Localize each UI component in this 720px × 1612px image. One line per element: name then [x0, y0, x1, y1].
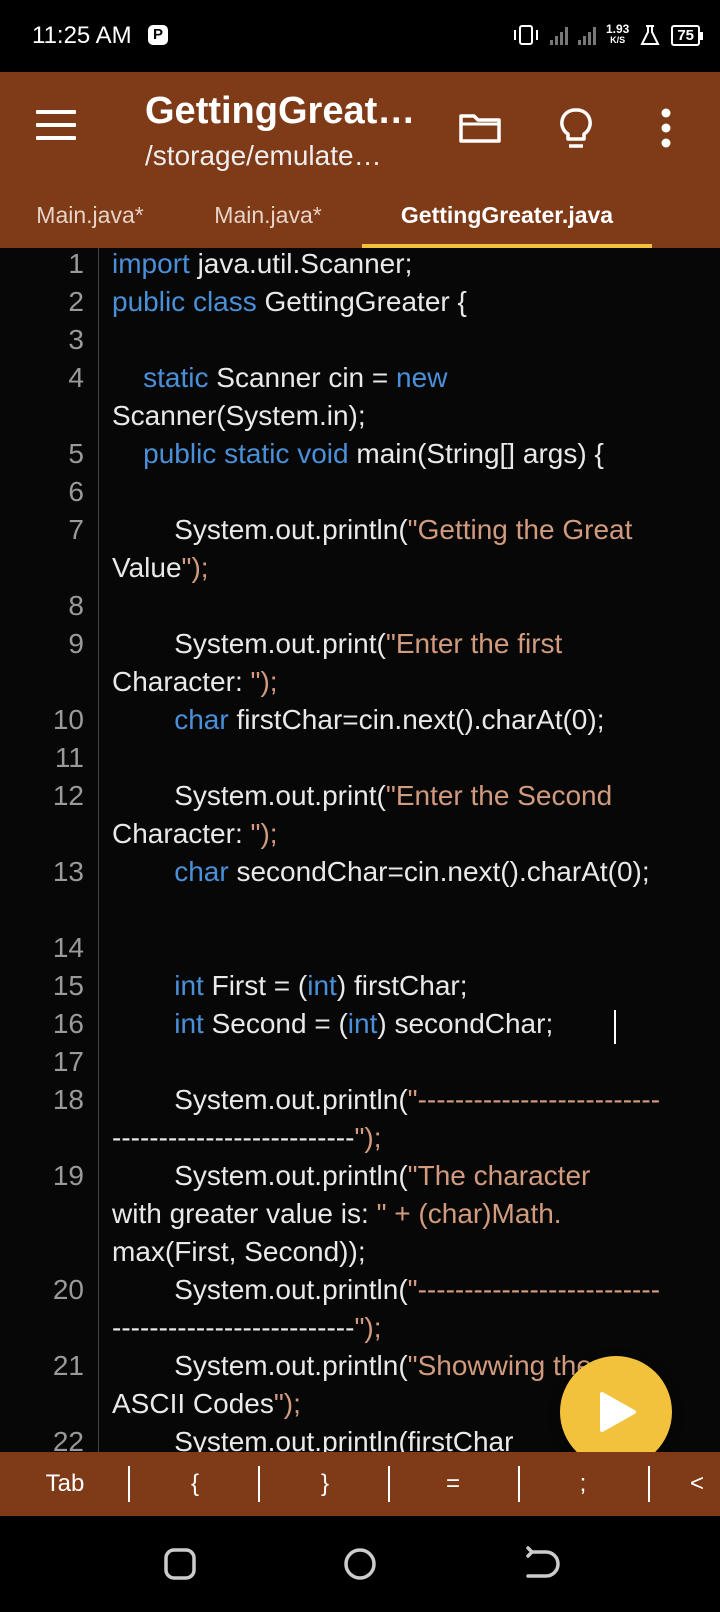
battery-icon: 75	[671, 24, 703, 46]
network-speed-value: 1.93	[605, 22, 630, 36]
code-line[interactable]: Scanner(System.in);	[112, 400, 366, 431]
key-semicolon[interactable]: ;	[579, 1470, 587, 1497]
line-number: 2	[68, 286, 84, 317]
line-number: 14	[52, 932, 84, 963]
code-line[interactable]: int Second = (int) secondChar;	[174, 1008, 554, 1039]
line-number: 11	[54, 742, 84, 773]
code-line[interactable]: System.out.println("--------------------…	[112, 1274, 661, 1305]
code-line[interactable]: System.out.println(firstChar	[112, 1426, 514, 1452]
network-speed: 1.93 K/S	[605, 22, 630, 46]
line-number: 19	[52, 1160, 84, 1191]
key-less-than[interactable]: <	[690, 1470, 705, 1497]
key-separator	[518, 1466, 520, 1502]
line-number: 22	[52, 1426, 84, 1452]
code-line[interactable]: char firstChar=cin.next().charAt(0);	[174, 704, 605, 735]
code-line[interactable]: ASCII Codes");	[112, 1388, 301, 1419]
code-line[interactable]: int First = (int) firstChar;	[174, 970, 468, 1001]
run-button[interactable]	[560, 1356, 672, 1468]
file-tabs: Main.java* Main.java* GettingGreater.jav…	[0, 186, 720, 248]
key-separator	[128, 1466, 130, 1502]
key-close-brace[interactable]: }	[320, 1470, 329, 1497]
line-number: 4	[68, 362, 84, 393]
code-line[interactable]: System.out.print("Enter the first	[112, 628, 563, 659]
key-equals[interactable]: =	[445, 1470, 460, 1497]
code-line[interactable]: System.out.print("Enter the Second	[112, 780, 613, 811]
code-line[interactable]: static Scanner cin = new	[143, 362, 448, 393]
signal-icon-1	[549, 25, 568, 45]
status-bar: 11:25 AM P 1.93 K/S 75	[0, 0, 720, 72]
code-line[interactable]: char secondChar=cin.next().charAt(0);	[174, 856, 650, 887]
back-icon[interactable]	[520, 1546, 560, 1582]
code-line[interactable]: Character: ");	[112, 818, 278, 849]
tab-getting-greater-java[interactable]: GettingGreater.java	[362, 186, 652, 248]
key-separator	[258, 1466, 260, 1502]
app-bar: GettingGreat… /storage/emulate…	[0, 72, 720, 186]
code-line[interactable]: System.out.println("--------------------…	[112, 1084, 661, 1115]
key-separator	[648, 1466, 650, 1502]
line-number: 10	[52, 704, 84, 735]
line-number: 15	[52, 970, 84, 1001]
navigation-bar	[0, 1516, 720, 1612]
code-line[interactable]: --------------------------");	[112, 1312, 382, 1343]
home-icon[interactable]	[342, 1546, 378, 1582]
line-number: 18	[52, 1084, 84, 1115]
line-number: 13	[52, 856, 84, 887]
line-number: 3	[68, 324, 84, 355]
network-speed-unit: K/S	[610, 35, 626, 45]
code-line[interactable]: System.out.println("Getting the Great	[112, 514, 633, 545]
line-number: 5	[68, 438, 84, 469]
gutter-divider	[98, 248, 99, 1452]
code-line[interactable]: import java.util.Scanner;	[112, 248, 413, 279]
code-editor[interactable]: 1 2 3 4 5 6 7 8 9 10 11 12 13 14 15 16 1…	[0, 248, 720, 1452]
file-title: GettingGreat…	[145, 90, 416, 132]
key-separator	[388, 1466, 390, 1502]
code-line[interactable]: System.out.println("The character	[112, 1160, 591, 1191]
folder-icon[interactable]	[458, 112, 502, 144]
tab-main-java-1[interactable]: Main.java*	[36, 202, 144, 228]
line-number: 9	[68, 628, 84, 659]
menu-icon[interactable]	[36, 110, 76, 142]
lightbulb-icon[interactable]	[558, 107, 594, 151]
code-line[interactable]: public static void main(String[] args) {	[143, 438, 604, 469]
line-number: 20	[52, 1274, 84, 1305]
key-open-brace[interactable]: {	[190, 1470, 199, 1497]
code-line[interactable]: max(First, Second));	[112, 1236, 366, 1267]
code-line[interactable]: with greater value is: " + (char)Math.	[112, 1198, 562, 1229]
line-number: 8	[68, 590, 84, 621]
symbol-bar: Tab { } = ; <	[0, 1452, 720, 1516]
status-icons: 1.93 K/S 75	[512, 20, 703, 50]
key-tab[interactable]: Tab	[45, 1470, 85, 1497]
play-icon	[600, 1392, 636, 1432]
tab-main-java-2[interactable]: Main.java*	[214, 202, 322, 228]
flask-icon	[640, 25, 660, 45]
code-line[interactable]: System.out.println("Showwing the	[112, 1350, 592, 1381]
line-number: 6	[68, 476, 84, 507]
line-number: 17	[52, 1046, 84, 1077]
signal-icon-2	[577, 25, 596, 45]
line-number: 21	[52, 1350, 84, 1381]
line-number: 12	[52, 780, 84, 811]
app-notification-icon: P	[148, 25, 168, 45]
recent-apps-icon[interactable]	[162, 1546, 198, 1582]
code-line[interactable]: --------------------------");	[112, 1122, 382, 1153]
line-number: 16	[52, 1008, 84, 1039]
code-line[interactable]: Character: ");	[112, 666, 278, 697]
more-vert-icon[interactable]	[660, 108, 672, 148]
vibrate-icon	[513, 25, 538, 45]
file-path: /storage/emulate…	[145, 140, 382, 171]
status-time: 11:25 AM	[32, 22, 132, 49]
code-line[interactable]: Value");	[112, 552, 209, 583]
line-number: 7	[68, 514, 84, 545]
code-line[interactable]: public class GettingGreater {	[112, 286, 467, 317]
line-number: 1	[68, 248, 84, 279]
text-cursor	[614, 1010, 616, 1044]
